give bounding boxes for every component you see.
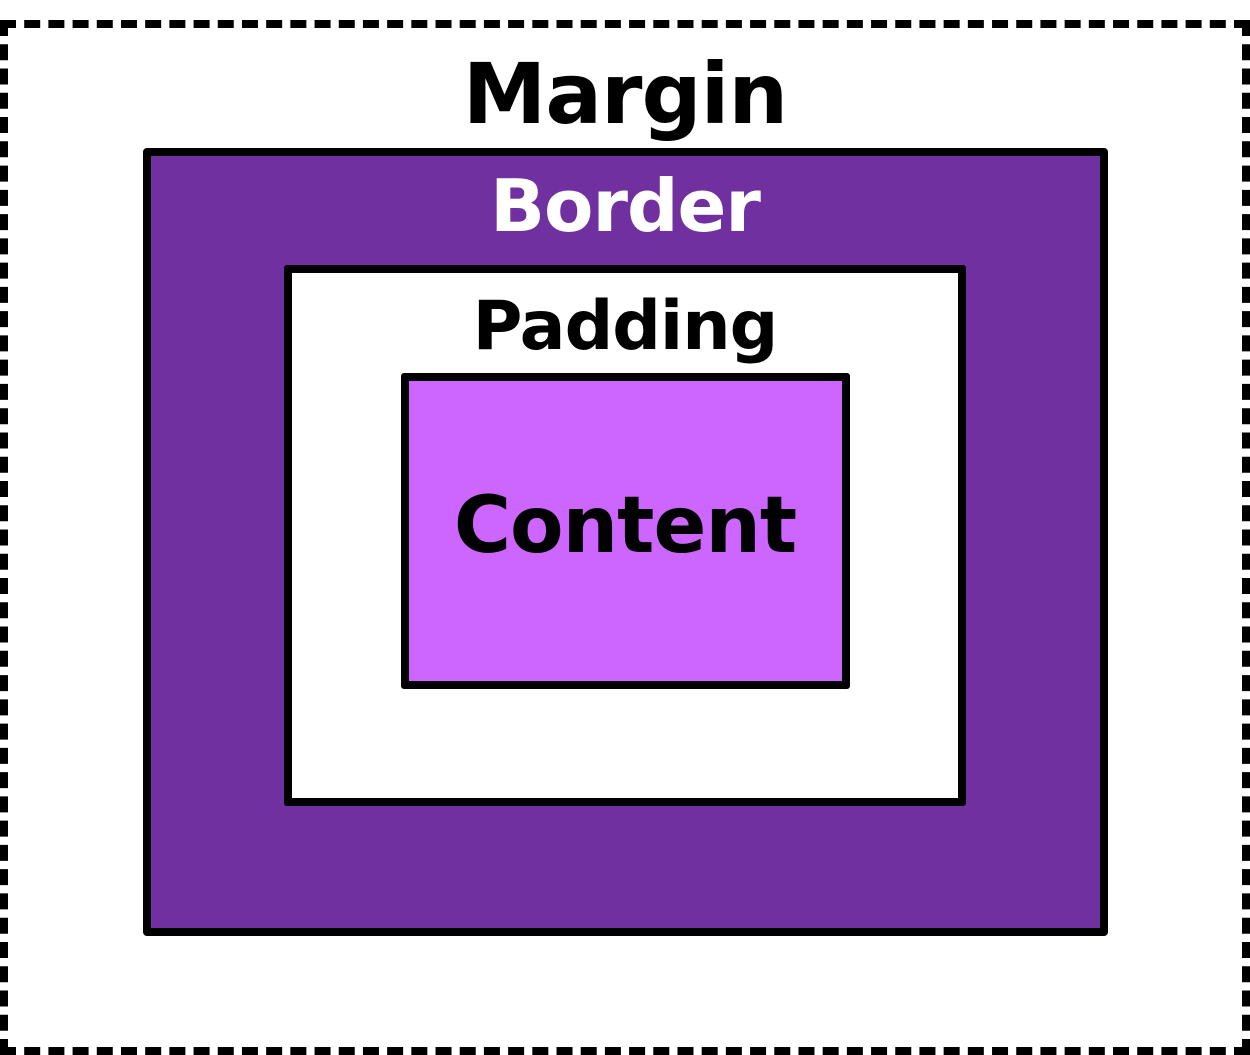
padding-label: Padding [472, 287, 779, 366]
content-box [401, 373, 850, 689]
border-label: Border [490, 164, 761, 248]
margin-label: Margin [462, 45, 788, 143]
content-label: Content [453, 481, 797, 571]
